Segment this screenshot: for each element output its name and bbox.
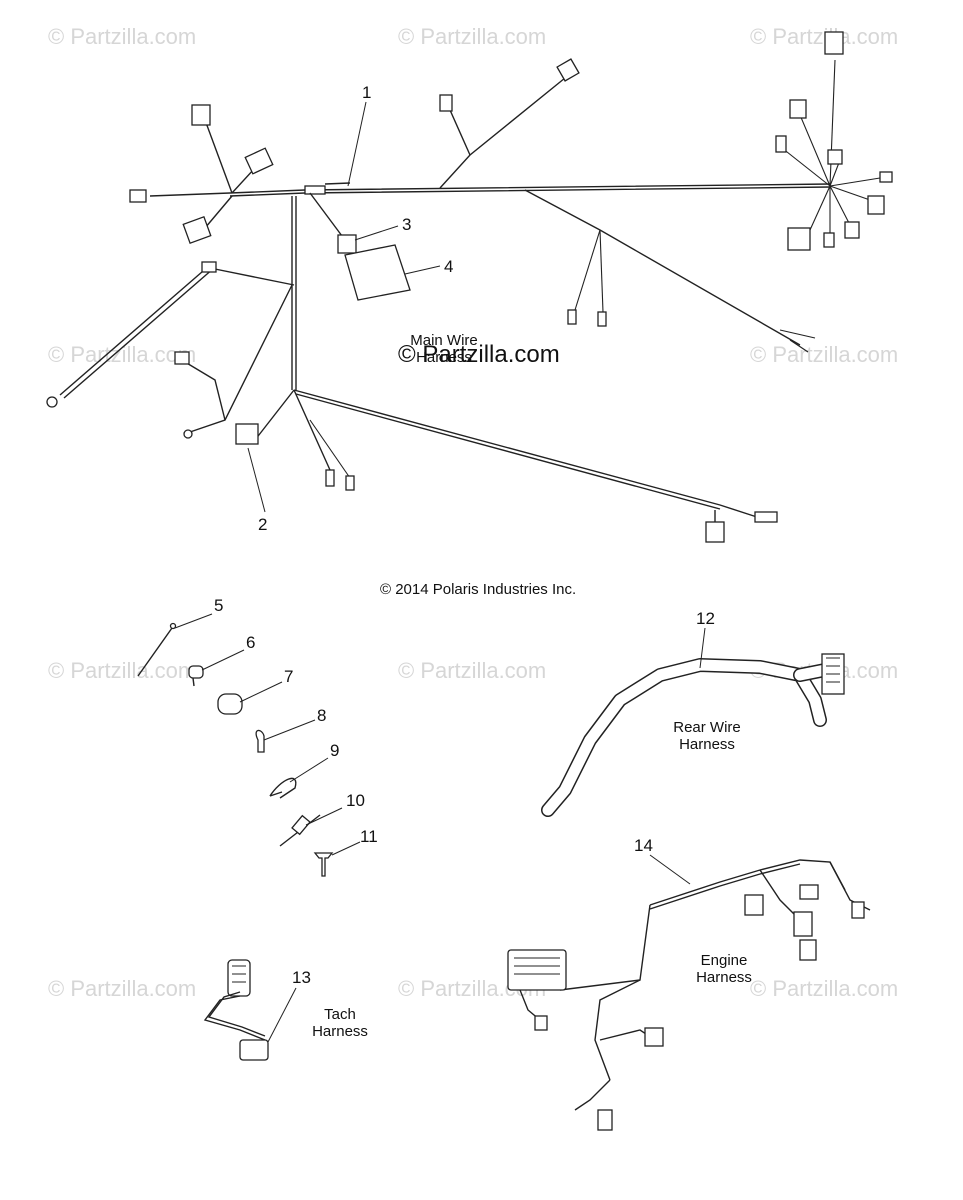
leader-lines [174,101,706,1043]
watermark: © Partzilla.com [398,24,547,49]
callout-1: 1 [362,83,372,102]
watermark: © Partzilla.com [48,342,197,367]
watermark: © Partzilla.com [398,658,547,683]
watermark: © Partzilla.com [48,24,197,49]
callout-4: 4 [444,257,454,276]
copyright-notice: © 2014 Polaris Industries Inc. [380,581,577,598]
callout-3: 3 [402,215,412,234]
rear-wire-harness [541,653,845,817]
small-parts [137,622,334,877]
callout-2: 2 [258,515,268,534]
tach-harness-label: Tach Harness [312,1006,368,1040]
engine-harness-label: Engine Harness [696,952,752,986]
main-harness-label: Main Wire Harness [410,332,478,366]
callout-6: 6 [246,633,256,652]
watermark: © Partzilla.com [48,976,197,1001]
callout-9: 9 [330,741,340,760]
callout-12: 12 [696,609,715,628]
watermark: © Partzilla.com [750,24,899,49]
main-wire-harness [46,31,893,543]
callout-14: 14 [634,836,653,855]
callout-13: 13 [292,968,311,987]
callout-5: 5 [214,596,224,615]
watermark: © Partzilla.com [48,658,197,683]
rear-harness-label: Rear Wire Harness [673,719,741,753]
callout-8: 8 [317,706,327,725]
watermark: © Partzilla.com [750,342,899,367]
engine-harness [507,859,871,1131]
watermark: © Partzilla.com [750,976,899,1001]
callout-10: 10 [346,791,365,810]
center-watermark: © Partzilla.com [398,341,560,368]
callout-7: 7 [284,667,294,686]
tach-harness [203,959,269,1061]
callout-11: 11 [360,827,378,846]
